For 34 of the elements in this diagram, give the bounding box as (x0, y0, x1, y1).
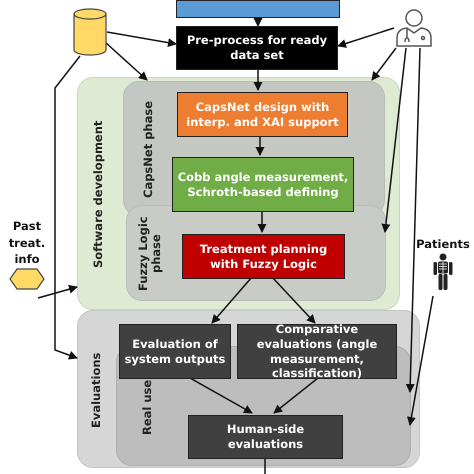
process-box: Human-side evaluations (188, 415, 343, 459)
process-box: Evaluation of system outputs (119, 324, 231, 379)
process-box (176, 0, 340, 18)
region-label: Fuzzy Logic phase (137, 216, 164, 294)
source-label: Past treat. info (8, 218, 46, 268)
arrow (406, 296, 434, 426)
region-label: Software development (92, 120, 106, 270)
process-box: Cobb angle measurement, Schroth-based defining (172, 157, 354, 212)
arrow (104, 41, 148, 81)
process-box: Comparative evaluations (angle measurement, classification) (237, 324, 397, 379)
source-label: Patients (416, 236, 470, 253)
arrow (211, 276, 253, 324)
arrow (256, 135, 264, 156)
arrow (381, 48, 407, 233)
arrow (337, 27, 394, 48)
arrow (190, 377, 253, 414)
process-box: Treatment planning with Fuzzy Logic (182, 234, 345, 279)
process-box: Pre-process for ready data set (176, 26, 338, 70)
region-label: CapsNet phase (142, 100, 156, 200)
arrow (271, 276, 316, 324)
region-label: Evaluations (90, 351, 104, 430)
arrow (54, 56, 81, 360)
arrow (258, 210, 266, 233)
arrow (38, 284, 78, 299)
phase-region (77, 310, 420, 468)
phase-region (126, 205, 386, 301)
arrow (254, 18, 262, 27)
arrow (273, 377, 318, 414)
phase-region (77, 77, 400, 310)
arrow (406, 48, 421, 393)
arrow (254, 70, 262, 91)
arrow (106, 31, 177, 48)
arrow (371, 48, 397, 81)
process-box: CapsNet design with interp. and XAI support (177, 92, 348, 137)
